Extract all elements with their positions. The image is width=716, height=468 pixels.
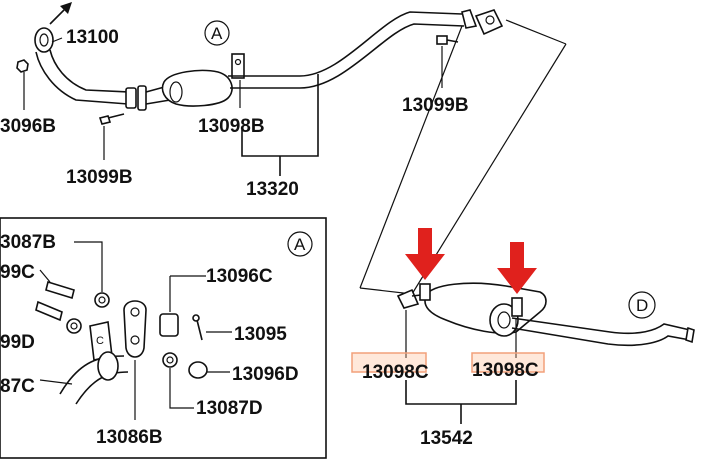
detail-a-inset: A C: [0, 217, 327, 459]
joint-ring: [125, 87, 137, 109]
bracket-c-letter: C: [96, 335, 104, 347]
rubber-13096d: [188, 361, 208, 379]
inset-frame: [0, 217, 327, 459]
callout-d-text: D: [636, 296, 648, 315]
rubber-13096c: [159, 313, 179, 337]
label-13099d: 99D: [0, 332, 35, 353]
front-pipe-assembly: A: [16, 2, 567, 295]
bolt-13099c: [45, 280, 75, 300]
label-13099b-left: 13099B: [66, 167, 133, 188]
callout-d: [628, 291, 656, 319]
callout-a-inset-text: A: [294, 235, 306, 254]
hanger-13086b: [123, 300, 147, 358]
muffler-assembly: D: [351, 228, 695, 424]
label-13098b: 13098B: [198, 116, 265, 137]
label-13099c: 99C: [0, 262, 35, 283]
pipe-clamp: [97, 351, 119, 381]
label-13086b: 13086B: [96, 427, 163, 448]
label-13096c: 13096C: [206, 266, 273, 287]
label-13095: 13095: [234, 324, 287, 345]
label-13099b-right: 13099B: [402, 95, 469, 116]
bolt-13099d: [35, 300, 63, 322]
rear-flange: [474, 9, 504, 36]
label-13320: 13320: [246, 179, 299, 200]
label-13087d: 13087D: [196, 398, 263, 419]
flange-part: [34, 27, 54, 53]
label-13087b: 3087B: [0, 232, 56, 253]
nut-13087c: [66, 318, 82, 334]
bolt-13099b-left: [98, 115, 112, 125]
arrow-shaft: [49, 9, 65, 25]
callout-a-upper: [204, 20, 230, 46]
label-13098c-right: 13098C: [472, 360, 539, 381]
callout-a-inset: [287, 231, 313, 257]
label-13100: 13100: [66, 27, 119, 48]
highlight-box-left: [351, 352, 427, 373]
nut-13087b: [94, 292, 110, 308]
label-13087c: 87C: [0, 376, 35, 397]
label-13098c-left: 13098C: [362, 362, 429, 383]
nut-13087d: [162, 352, 178, 368]
label-13096d: 13096D: [232, 364, 299, 385]
callout-a-upper-text: A: [211, 24, 223, 43]
red-arrow-left-icon: [405, 228, 445, 280]
hanger-13098c-left: [419, 283, 431, 301]
catalytic-converter: [161, 69, 233, 107]
hanger-13098b: [231, 53, 245, 79]
bolt-13099b-right: [436, 35, 448, 45]
nut-13096b: [16, 59, 29, 73]
label-13542: 13542: [420, 428, 473, 449]
red-arrow-right-icon: [497, 242, 537, 294]
hanger-13098c-right: [511, 297, 523, 317]
direction-arrow-icon: [60, 2, 72, 14]
highlight-box-right: [471, 352, 545, 373]
label-13096b: 3096B: [0, 116, 56, 137]
inlet-flange: [396, 288, 420, 309]
main-muffler: [424, 282, 547, 335]
